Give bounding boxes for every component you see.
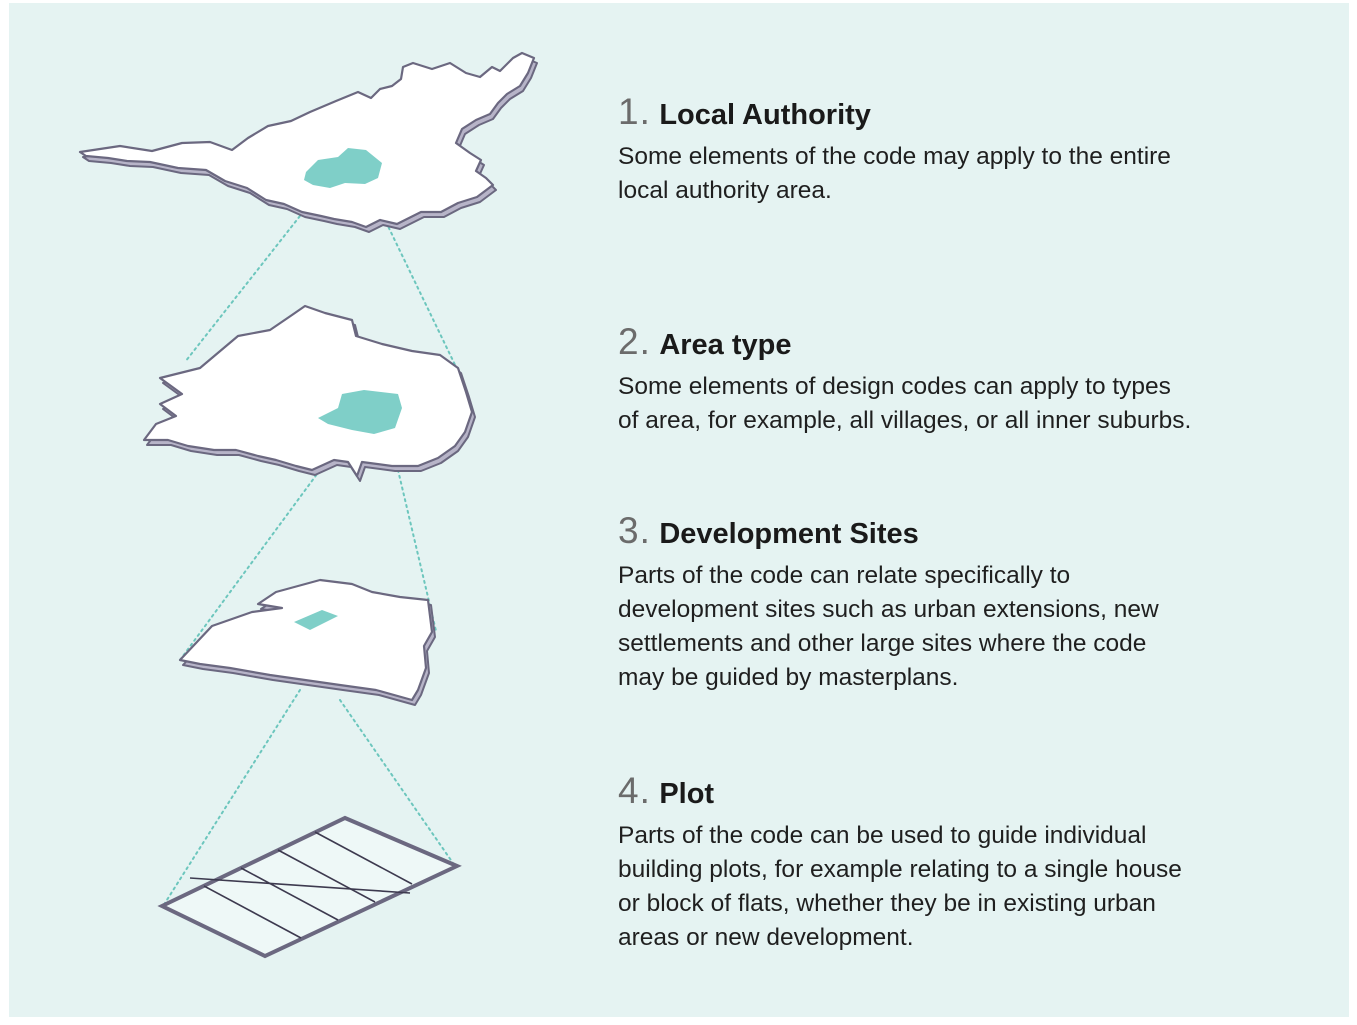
plot-outline xyxy=(157,815,462,959)
level-description: Parts of the code can relate specificall… xyxy=(618,562,1159,691)
plot-map xyxy=(157,815,462,959)
level-heading: 1. Local Authority xyxy=(618,92,1318,140)
local-authority-map xyxy=(78,51,538,233)
local-authority-map-outline xyxy=(78,51,536,229)
local-authority-highlight xyxy=(304,148,382,188)
development-site-map-outline xyxy=(178,578,434,702)
level-description: Some elements of design codes can apply … xyxy=(618,373,1192,434)
plot-divider-3 xyxy=(277,849,376,903)
development-site-map xyxy=(178,578,436,706)
connector-1-2-left xyxy=(184,187,323,363)
level-plot: 4. Plot Parts of the code can be used to… xyxy=(618,771,1318,955)
level-description: Some elements of the code may apply to t… xyxy=(618,143,1171,204)
level-local-authority: 1. Local Authority Some elements of the … xyxy=(618,92,1318,208)
level-number: 2. xyxy=(618,321,651,362)
level-heading: 3. Development Sites xyxy=(618,511,1318,559)
level-number: 4. xyxy=(618,770,651,811)
level-area-type: 2. Area type Some elements of design cod… xyxy=(618,322,1318,438)
plot-divider-2 xyxy=(240,867,339,921)
connector-lines xyxy=(164,187,459,904)
level-title: Plot xyxy=(659,778,715,810)
level-development-sites: 3. Development Sites Parts of the code c… xyxy=(618,511,1318,695)
level-heading: 2. Area type xyxy=(618,322,1318,370)
level-number: 1. xyxy=(618,91,651,132)
level-title: Development Sites xyxy=(659,518,919,550)
connector-1-2-right xyxy=(385,221,459,372)
connector-3-4-left xyxy=(164,689,301,904)
level-title: Area type xyxy=(659,329,792,361)
development-site-highlight xyxy=(294,610,338,630)
area-type-map-outline xyxy=(142,304,474,478)
connector-3-4-right xyxy=(339,699,456,867)
plot-divider-4 xyxy=(314,831,413,885)
area-type-map xyxy=(142,304,476,482)
area-type-highlight xyxy=(318,390,402,434)
plot-dividers xyxy=(189,831,413,939)
plot-divider-1 xyxy=(203,885,302,939)
level-description: Parts of the code can be used to guide i… xyxy=(618,822,1182,951)
plot-divider-long xyxy=(189,877,411,894)
level-title: Local Authority xyxy=(659,99,871,131)
level-heading: 4. Plot xyxy=(618,771,1318,819)
level-number: 3. xyxy=(618,510,651,551)
